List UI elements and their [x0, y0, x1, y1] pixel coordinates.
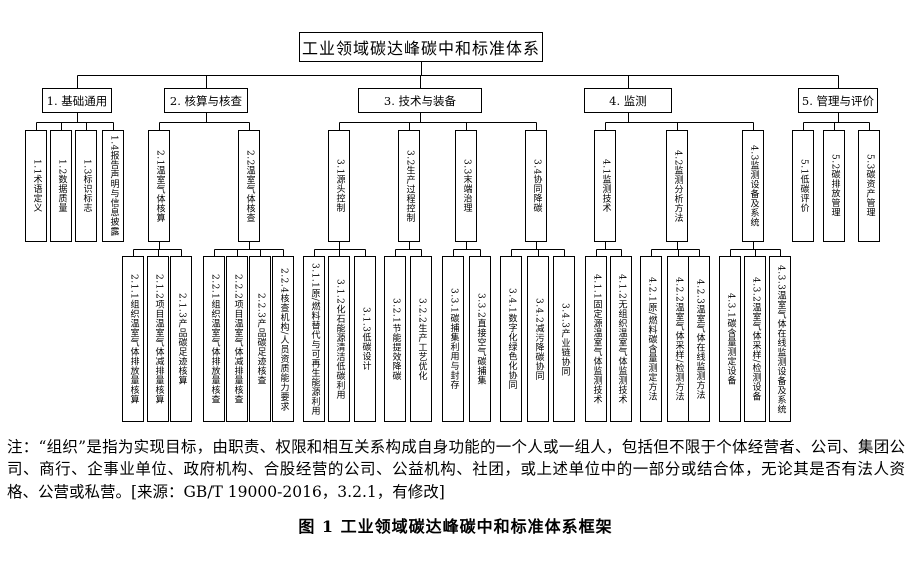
tree-node-4-3-3: 4.3.3温室气体在线监测设备及系统 — [769, 256, 791, 422]
tree-node-label: 3.3末端治理 — [461, 159, 472, 213]
tree-node-label: 3.4.3产业链协同 — [559, 302, 570, 376]
tree-node-5-3: 5.3碳资产管理 — [858, 130, 880, 242]
tree-node-1-2: 1.2数据质量 — [50, 130, 72, 242]
tree-node-4-1-1: 4.1.1固定源温室气体监测技术 — [585, 256, 607, 422]
tree-node-label: 3.1.3低碳设计 — [360, 307, 371, 371]
tree-node-label: 4. 监测 — [609, 93, 647, 108]
tree-node-label: 5.2碳排放管理 — [829, 154, 840, 218]
tree-node-label: 1.1术语定义 — [31, 159, 42, 213]
tree-node-4-2-3: 4.2.3温室气体在线监测方法 — [688, 256, 710, 422]
tree-node-4-1: 4.1监测技术 — [594, 130, 616, 242]
tree-node-label: 1. 基础通用 — [46, 93, 108, 108]
tree-node-label: 3.4.2减污降碳协同 — [533, 297, 544, 381]
tree-node-label: 2.2温室气体核查 — [244, 149, 255, 223]
tree-node-label: 2.2.3产品碳足迹核查 — [255, 293, 266, 385]
tree-node-label: 1.2数据质量 — [56, 159, 67, 213]
tree-node-label: 2.2.2项目温室气体减排量核查 — [232, 274, 243, 404]
tree-node-label: 3.3.2直接空气碳捕集 — [475, 293, 486, 385]
tree-node-3-2: 3.2生产过程控制 — [398, 130, 420, 242]
tree-node-3-2-1: 3.2.1节能提效降碳 — [384, 256, 406, 422]
tree-node-label: 3.1.2化石能源清洁低碳利用 — [334, 278, 345, 400]
figure-note: 注：“组织”是指为实现目标，由职责、权限和相互关系构成自身功能的一个人或一组人，… — [7, 438, 905, 501]
tree-node-label: 4.3.3温室气体在线监测设备及系统 — [775, 264, 786, 414]
tree-node-label: 3.4协同降碳 — [531, 159, 542, 213]
tree-node-label: 2.1.2项目温室气体减排量核算 — [153, 274, 164, 404]
tree-node-label: 1.4报告声明与信息披露 — [108, 135, 119, 237]
tree-node-3-4-3: 3.4.3产业链协同 — [553, 256, 575, 422]
tree-node-label: 1.3标识标志 — [81, 159, 92, 213]
tree-node-2: 2. 核算与核查 — [164, 88, 248, 113]
tree-node-2-2-2: 2.2.2项目温室气体减排量核查 — [226, 256, 248, 422]
tree-node-label: 4.1.2无组织温室气体监测技术 — [616, 274, 627, 404]
tree-node-4-2-2: 4.2.2温室气体采样/检测方法 — [667, 256, 689, 422]
tree-node-3-1-3: 3.1.3低碳设计 — [354, 256, 376, 422]
tree-node-4-3: 4.3监测设备及系统 — [742, 130, 764, 242]
tree-node-4-2: 4.2监测分析方法 — [666, 130, 688, 242]
tree-node-label: 4.3监测设备及系统 — [748, 144, 759, 228]
tree-node-label: 2.2.1组织温室气体排放量核查 — [209, 274, 220, 404]
tree-node-3-3-1: 3.3.1碳捕集利用与封存 — [442, 256, 464, 422]
tree-node-label: 4.3.1碳含量测定设备 — [725, 293, 736, 385]
tree-node-label: 4.2监测分析方法 — [672, 149, 683, 223]
tree-node-4-2-1: 4.2.1原/燃料碳含量测定方法 — [640, 256, 662, 422]
tree-node-4-1-2: 4.1.2无组织温室气体监测技术 — [610, 256, 632, 422]
tree-node-5-2: 5.2碳排放管理 — [823, 130, 845, 242]
tree-node-2-2-4: 2.2.4核查机构/人员资质能力要求 — [272, 256, 294, 422]
tree-node-label: 3.4.1数字化绿色化协同 — [506, 288, 517, 390]
tree-node-label: 3.2生产过程控制 — [404, 149, 415, 223]
standard-system-diagram: 工业领域碳达峰碳中和标准体系 1. 基础通用 2. 核算与核查 3. 技术与装备… — [25, 32, 880, 422]
tree-node-1-4: 1.4报告声明与信息披露 — [102, 130, 124, 242]
tree-node-3-1: 3.1源头控制 — [328, 130, 350, 242]
tree-node-5: 5. 管理与评价 — [798, 88, 878, 113]
tree-node-label: 工业领域碳达峰碳中和标准体系 — [301, 39, 540, 58]
figure-caption: 图 1 工业领域碳达峰碳中和标准体系框架 — [298, 517, 613, 536]
tree-node-5-1: 5.1低碳评价 — [792, 130, 814, 242]
tree-node-label: 4.3.2温室气体采样/检测设备 — [750, 277, 761, 401]
tree-node-2-1: 2.1温室气体核算 — [148, 130, 170, 242]
tree-node-3-1-2: 3.1.2化石能源清洁低碳利用 — [328, 256, 350, 422]
tree-node-root: 工业领域碳达峰碳中和标准体系 — [299, 32, 543, 62]
tree-node-label: 3. 技术与装备 — [383, 93, 457, 108]
tree-node-label: 5.3碳资产管理 — [864, 154, 875, 218]
tree-node-2-1-3: 2.1.3产品碳足迹核算 — [170, 256, 192, 422]
tree-node-label: 2. 核算与核查 — [169, 93, 243, 108]
tree-node-3-2-2: 3.2.2生产工艺优化 — [410, 256, 432, 422]
tree-node-3-1-1: 3.1.1原/燃料替代与可再生能源利用 — [303, 256, 325, 422]
tree-node-label: 3.3.1碳捕集利用与封存 — [448, 288, 459, 390]
tree-node-label: 3.2.2生产工艺优化 — [416, 297, 427, 381]
tree-node-label: 2.1.3产品碳足迹核算 — [176, 293, 187, 385]
tree-node-label: 5. 管理与评价 — [801, 93, 875, 108]
tree-node-label: 3.1源头控制 — [334, 159, 345, 213]
tree-node-1: 1. 基础通用 — [42, 88, 112, 113]
tree-node-label: 4.2.1原/燃料碳含量测定方法 — [646, 277, 657, 401]
tree-node-4-3-2: 4.3.2温室气体采样/检测设备 — [744, 256, 766, 422]
tree-node-2-2-1: 2.2.1组织温室气体排放量核查 — [203, 256, 225, 422]
tree-node-3-4-2: 3.4.2减污降碳协同 — [527, 256, 549, 422]
tree-node-label: 2.1.1组织温室气体排放量核算 — [128, 274, 139, 404]
tree-node-3-3: 3.3末端治理 — [455, 130, 477, 242]
tree-node-2-2: 2.2温室气体核查 — [238, 130, 260, 242]
tree-node-label: 4.2.3温室气体在线监测方法 — [694, 278, 705, 400]
tree-node-4-3-1: 4.3.1碳含量测定设备 — [719, 256, 741, 422]
tree-node-label: 4.2.2温室气体采样/检测方法 — [673, 277, 684, 401]
tree-node-3-3-2: 3.3.2直接空气碳捕集 — [469, 256, 491, 422]
tree-node-label: 4.1.1固定源温室气体监测技术 — [591, 274, 602, 404]
tree-node-1-3: 1.3标识标志 — [75, 130, 97, 242]
tree-node-2-1-1: 2.1.1组织温室气体排放量核算 — [122, 256, 144, 422]
tree-node-label: 3.2.1节能提效降碳 — [390, 297, 401, 381]
tree-node-2-1-2: 2.1.2项目温室气体减排量核算 — [147, 256, 169, 422]
tree-node-label: 5.1低碳评价 — [798, 159, 809, 213]
tree-node-label: 2.1温室气体核算 — [154, 149, 165, 223]
tree-node-2-2-3: 2.2.3产品碳足迹核查 — [249, 256, 271, 422]
tree-node-3: 3. 技术与装备 — [358, 88, 482, 113]
tree-node-3-4: 3.4协同降碳 — [525, 130, 547, 242]
tree-node-3-4-1: 3.4.1数字化绿色化协同 — [500, 256, 522, 422]
tree-node-label: 3.1.1原/燃料替代与可再生能源利用 — [309, 262, 320, 416]
tree-node-4: 4. 监测 — [584, 88, 672, 113]
tree-node-1-1: 1.1术语定义 — [25, 130, 47, 242]
tree-node-label: 2.2.4核查机构/人员资质能力要求 — [278, 267, 289, 411]
tree-node-label: 4.1监测技术 — [600, 159, 611, 213]
